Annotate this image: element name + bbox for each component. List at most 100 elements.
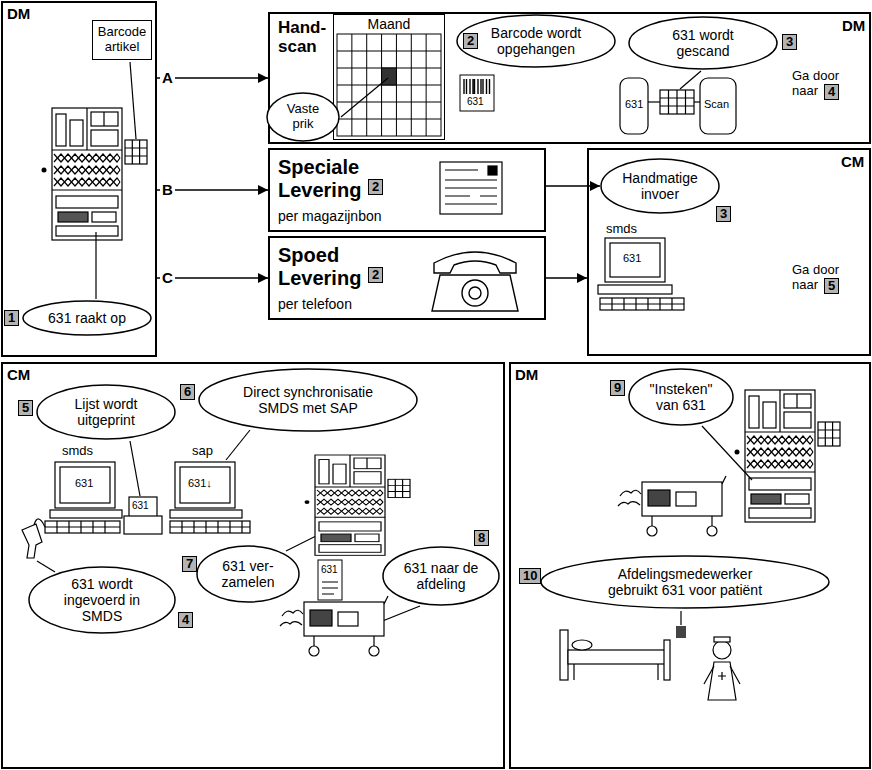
callout-ellipse: Vaste prik	[266, 92, 340, 142]
ellipse-text: Barcode wordt opgehangen	[484, 25, 588, 57]
nurse-figure	[718, 672, 726, 680]
callout-number: 7	[182, 556, 197, 572]
leader-line	[37, 561, 55, 572]
smds-computer	[45, 462, 122, 533]
sap-computer	[180, 467, 230, 503]
callout-ellipse: 631 wordt gescand	[628, 16, 778, 70]
hand-scanner	[620, 71, 736, 134]
icon-text: smds	[62, 444, 93, 458]
edge-label: B	[160, 180, 175, 199]
ellipse-text: Afdelingsmedewerker gebruikt 631 voor pa…	[596, 566, 774, 598]
ellipse-outline	[629, 17, 777, 69]
smds-computer	[598, 285, 672, 294]
smds-computer	[50, 510, 122, 518]
ellipse-outline	[199, 369, 417, 431]
icon-text: sap	[192, 444, 213, 458]
panel-subtitle: per telefoon	[278, 296, 352, 313]
pick-list	[318, 560, 342, 600]
supply-cabinet	[42, 108, 148, 240]
store-slip	[488, 166, 497, 175]
barcode-scanner	[22, 519, 45, 558]
store-slip	[440, 162, 502, 214]
ellipse-outline	[383, 547, 499, 605]
callout-number: 5	[824, 278, 839, 294]
leader-line	[341, 78, 388, 117]
box-text: Maand	[368, 16, 411, 32]
callout-ellipse: Handmatige invoer	[600, 158, 720, 214]
callout-number: 1	[4, 310, 19, 326]
panel-box: DMBarcode artikel631 raakt op	[1, 1, 157, 357]
nurse-figure	[704, 637, 740, 700]
smds-computer	[55, 462, 115, 508]
smds-computer	[610, 243, 660, 277]
callout-ellipse: Afdelingsmedewerker gebruikt 631 voor pa…	[540, 555, 830, 609]
printer	[129, 497, 157, 517]
barcode-scanner	[34, 519, 45, 527]
panel-title: Speciale Levering	[278, 156, 378, 202]
smds-computer	[600, 298, 684, 310]
ellipse-outline	[23, 301, 151, 335]
patient-bed	[572, 640, 592, 650]
leader-line	[286, 535, 318, 551]
panel-title: DM	[515, 367, 538, 384]
hand-scanner	[620, 78, 648, 134]
patient-bed	[568, 650, 668, 664]
leader-line	[380, 606, 420, 622]
icon-text: smds	[606, 222, 637, 236]
panel-title: DM	[7, 6, 30, 23]
supply-cart	[618, 476, 726, 536]
ellipse-text: Handmatige invoer	[617, 170, 703, 202]
hand-scanner	[660, 90, 694, 114]
telephone	[434, 252, 516, 273]
edge-label: A	[160, 68, 175, 87]
icon-text: Scan	[704, 98, 729, 110]
panel-box: DM "Insteken" van 631Afdelingsmedewerker …	[509, 362, 871, 769]
icon-text: 631	[132, 500, 149, 511]
callout-number: 2	[368, 267, 383, 283]
ellipse-outline	[37, 385, 175, 439]
icon-text: 631	[75, 477, 93, 489]
callout-number: 2	[463, 33, 478, 49]
ellipse-outline	[601, 159, 719, 213]
patient-bed	[574, 664, 658, 680]
barcode-icon	[464, 79, 490, 94]
callout-ellipse: 631 raakt op	[22, 300, 152, 336]
ellipse-text: 631 naar de afdeling	[400, 560, 482, 592]
panel-box: Speciale Leveringper magazijnbon	[268, 148, 546, 232]
calendar-grid	[337, 34, 441, 136]
ellipse-text: Vaste prik	[279, 102, 327, 132]
smds-computer	[45, 521, 120, 533]
icon-text: 631	[625, 98, 643, 110]
ellipse-outline	[197, 546, 299, 602]
callout-ellipse: 631 wordt ingevoerd in SMDS	[28, 566, 176, 634]
smds-computer	[598, 238, 684, 310]
supply-cabinet	[735, 390, 841, 522]
sap-computer	[170, 521, 250, 533]
telephone	[462, 280, 488, 306]
supply-rack	[305, 455, 411, 555]
calendar-grid	[337, 34, 441, 136]
ellipse-outline	[629, 369, 733, 425]
sap-computer	[175, 462, 235, 508]
telephone	[432, 252, 518, 311]
patient-bed	[560, 630, 568, 680]
ellipse-text: "Insteken" van 631	[645, 381, 717, 413]
panel-title: CM	[841, 154, 864, 171]
smds-computer	[600, 298, 684, 310]
leader-line	[130, 62, 136, 139]
leader-line	[226, 430, 250, 460]
hand-scanner	[700, 78, 736, 134]
panel-title: Spoed Levering	[278, 244, 378, 290]
calendar-grid	[337, 51, 441, 119]
callout-number: 5	[18, 400, 33, 416]
barcode-scanner	[22, 524, 42, 558]
nurse-figure	[713, 641, 731, 659]
ellipse-text: 631 raakt op	[48, 310, 126, 326]
hand-scanner	[660, 90, 694, 114]
hand-scanner	[694, 101, 700, 102]
supply-cart	[280, 596, 388, 656]
printer	[124, 516, 162, 534]
calendar-grid	[382, 68, 397, 85]
